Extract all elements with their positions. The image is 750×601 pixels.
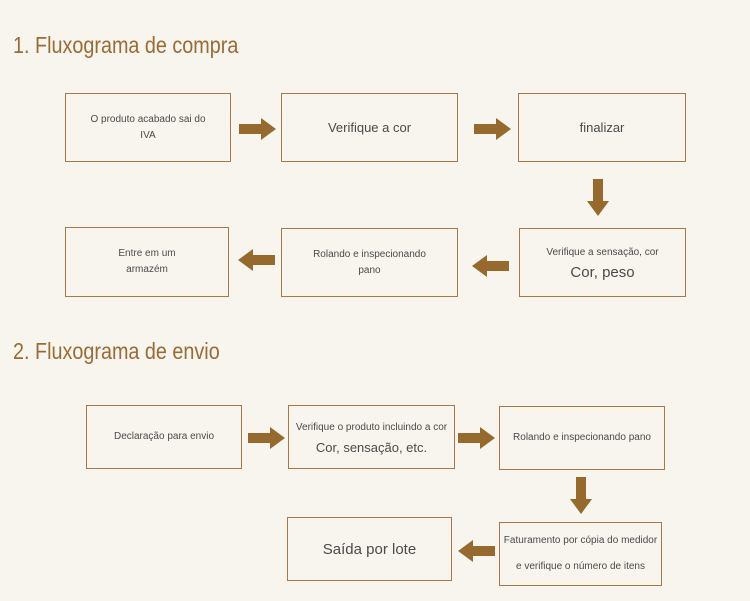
arrow-left-icon [458,540,495,562]
step-enter-warehouse: Entre em um armazém [65,227,229,297]
step-text: finalizar [579,120,625,135]
step-check-feel-color-weight: Verifique a sensação, cor Cor, peso [519,228,686,297]
arrow-down-icon [570,477,592,514]
step-finalize: finalizar [518,93,686,162]
step-rolling-inspecting-cloth: Rolando e inspecionando pano [499,406,665,470]
step-text-line1: Verifique o produto incluindo a cor [295,421,448,433]
step-text-line1: Verifique a sensação, cor [546,246,659,258]
arrow-right-icon [239,118,276,140]
step-batch-output: Saída por lote [287,517,452,581]
step-text-line2: pano [358,264,381,276]
step-text-line2: Cor, sensação, etc. [315,439,428,455]
arrow-left-icon [472,255,509,277]
step-check-color: Verifique a cor [281,93,458,162]
arrow-right-icon [474,118,511,140]
step-product-leaves-iva: O produto acabado sai do IVA [65,93,231,162]
step-text-line2: e verifique o número de itens [516,561,645,572]
step-text: Declaração para envio [113,431,215,442]
step-text-line2: Cor, peso [570,263,635,281]
step-declaration-for-shipping: Declaração para envio [86,405,242,469]
step-text-line2: armazém [126,264,168,275]
section-2-title: 2. Fluxograma de envio [13,338,220,364]
section-1-title: 1. Fluxograma de compra [13,32,239,58]
step-text: Verifique a cor [327,120,412,135]
arrow-right-icon [248,427,285,449]
step-text: Saída por lote [322,540,417,558]
step-text: Rolando e inspecionando pano [513,432,651,443]
arrow-left-icon [238,249,275,271]
step-text-line2: IVA [140,129,156,141]
arrow-right-icon [458,427,495,449]
step-text-line1: Entre em um [118,248,176,259]
step-text-line1: O produto acabado sai do [90,113,206,125]
arrow-down-icon [587,179,609,216]
step-billing-meter-copy: Faturamento por cópia do medidor e verif… [499,522,662,586]
step-text-line1: Rolando e inspecionando [313,248,426,260]
step-text-line1: Faturamento por cópia do medidor [503,535,658,546]
step-rolling-inspecting: Rolando e inspecionando pano [281,228,458,297]
step-check-product-color: Verifique o produto incluindo a cor Cor,… [288,405,455,469]
